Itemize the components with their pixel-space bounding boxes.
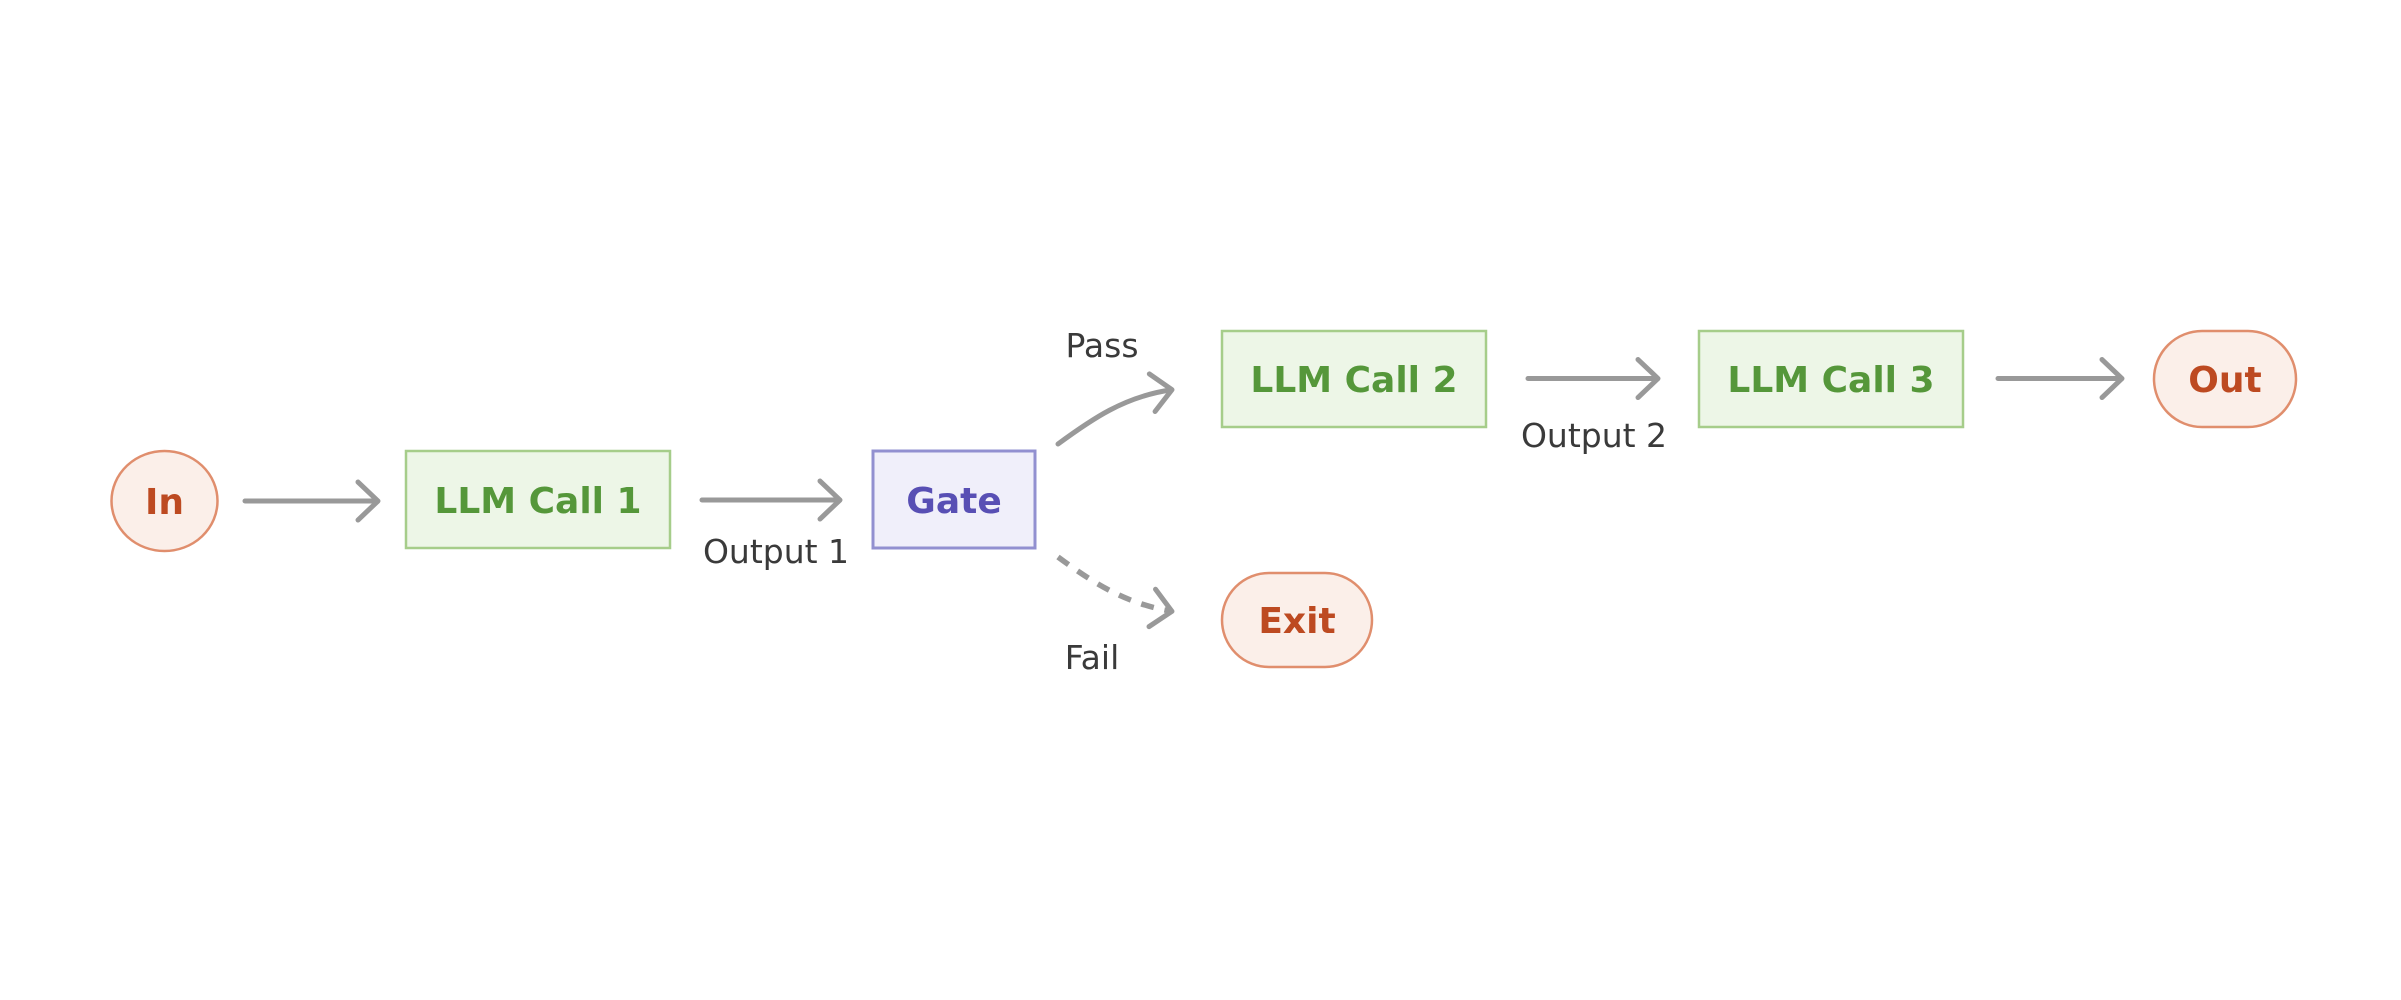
node-exit-label: Exit [1258,601,1335,642]
node-llm-call-3-shape [1697,329,1965,429]
node-exit: Exit [1220,571,1374,669]
node-llm-call-2: LLM Call 2 [1220,329,1488,429]
edge-label-output-1: Output 1 [703,532,849,571]
node-in-shape [110,449,219,553]
node-out: Out [2152,329,2298,429]
node-llm-call-2-shape [1220,329,1488,429]
edge-gate-pass-to-llm-call-2 [1055,371,1175,447]
node-llm-call-3: LLM Call 3 [1697,329,1965,429]
node-in: In [110,449,219,553]
node-llm-call-2-label: LLM Call 2 [1250,360,1457,401]
node-llm-call-3-label: LLM Call 3 [1727,360,1934,401]
node-exit-shape [1220,571,1374,669]
edge-label-output-2: Output 2 [1521,416,1667,455]
node-in-label: In [145,482,184,523]
edge-label-fail: Fail [1065,638,1120,677]
edge-gate-fail-to-exit [1056,554,1175,630]
node-llm-call-1-shape [404,449,672,550]
node-gate-shape [871,449,1037,550]
edges [242,357,2125,630]
edge-labels: Output 1 Pass Fail Output 2 [703,326,1667,677]
node-llm-call-1: LLM Call 1 [404,449,672,550]
edge-label-pass: Pass [1065,326,1138,365]
node-gate: Gate [871,449,1037,550]
node-llm-call-1-label: LLM Call 1 [434,481,641,522]
node-out-shape [2152,329,2298,429]
node-out-label: Out [2188,360,2261,401]
node-gate-label: Gate [906,481,1001,522]
